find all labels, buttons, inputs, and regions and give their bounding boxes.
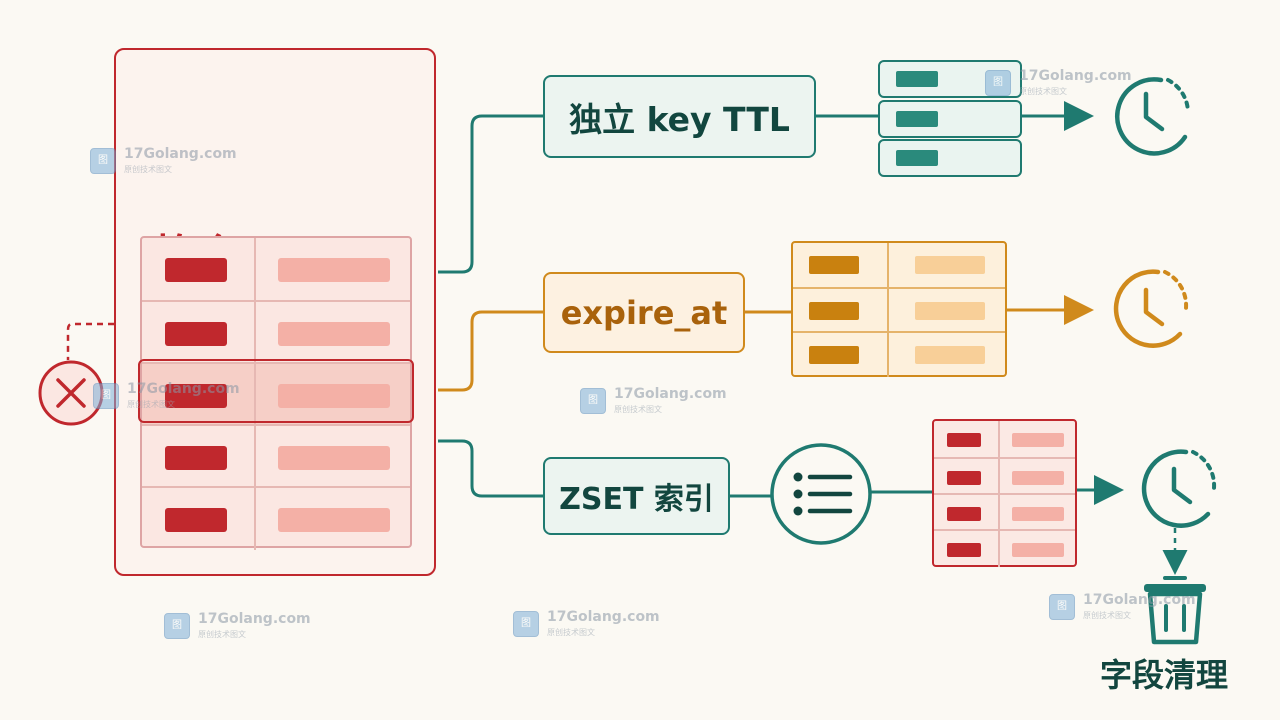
selected-field-highlight (138, 359, 414, 423)
table-row (793, 287, 1005, 333)
list-icon (770, 443, 872, 545)
table-row (934, 421, 1075, 457)
watermark-sub: 原创技术图文 (1019, 87, 1067, 96)
table-row (142, 486, 410, 550)
clock-icon (1115, 77, 1190, 156)
watermark-sub: 原创技术图文 (547, 628, 595, 637)
table-row-selected (142, 362, 410, 426)
delete-dashed-connector (66, 322, 114, 360)
trash-icon (1144, 576, 1206, 645)
watermark-sub: 原创技术图文 (1083, 611, 1131, 620)
clock-icon (1113, 269, 1189, 348)
method-expire-at: expire_at (543, 272, 745, 353)
connector-zset (438, 439, 543, 498)
watermark-name: 17Golang.com (127, 381, 240, 397)
watermark-logo-icon: 图 (93, 383, 119, 409)
key-stack-item (878, 100, 1022, 138)
table-row (142, 424, 410, 488)
watermark-logo-icon: 图 (90, 148, 116, 174)
watermark-name: 17Golang.com (547, 609, 660, 625)
hash-field-table (140, 236, 412, 550)
watermark: 图 17Golang.com 原创技术图文 (164, 611, 374, 645)
watermark-sub: 原创技术图文 (614, 405, 662, 414)
watermark: 图 17Golang.com 原创技术图文 (985, 68, 1195, 102)
watermark: 图 17Golang.com 原创技术图文 (580, 386, 790, 420)
cleanup-label: 字段清理 (1100, 656, 1229, 694)
table-row (793, 243, 1005, 287)
watermark: 图 17Golang.com 原创技术图文 (90, 146, 300, 180)
watermark: 图 17Golang.com 原创技术图文 (93, 381, 303, 415)
watermark-name: 17Golang.com (124, 146, 237, 162)
watermark-logo-icon: 图 (985, 70, 1011, 96)
watermark-logo-icon: 图 (513, 611, 539, 637)
table-row (793, 331, 1005, 377)
table-row (142, 300, 410, 364)
expire-at-table (791, 241, 1007, 377)
zset-table (932, 419, 1077, 567)
watermark-name: 17Golang.com (1019, 68, 1132, 84)
connector-expire-at (438, 310, 543, 392)
watermark: 图 17Golang.com 原创技术图文 (1049, 592, 1259, 626)
watermark-logo-icon: 图 (164, 613, 190, 639)
table-row (934, 529, 1075, 567)
watermark-sub: 原创技术图文 (198, 630, 246, 639)
connector-key-ttl (438, 114, 543, 274)
watermark-sub: 原创技术图文 (124, 165, 172, 174)
method-key-ttl: 独立 key TTL (543, 75, 816, 158)
watermark: 图 17Golang.com 原创技术图文 (513, 609, 723, 643)
watermark-sub: 原创技术图文 (127, 400, 175, 409)
watermark-name: 17Golang.com (198, 611, 311, 627)
table-row (142, 238, 410, 300)
watermark-name: 17Golang.com (1083, 592, 1196, 608)
clock-icon (1141, 449, 1217, 528)
key-stack-item (878, 139, 1022, 177)
watermark-name: 17Golang.com (614, 386, 727, 402)
table-row (934, 457, 1075, 495)
watermark-logo-icon: 图 (580, 388, 606, 414)
method-zset-index: ZSET 索引 (543, 457, 730, 535)
watermark-logo-icon: 图 (1049, 594, 1075, 620)
table-row (934, 493, 1075, 531)
